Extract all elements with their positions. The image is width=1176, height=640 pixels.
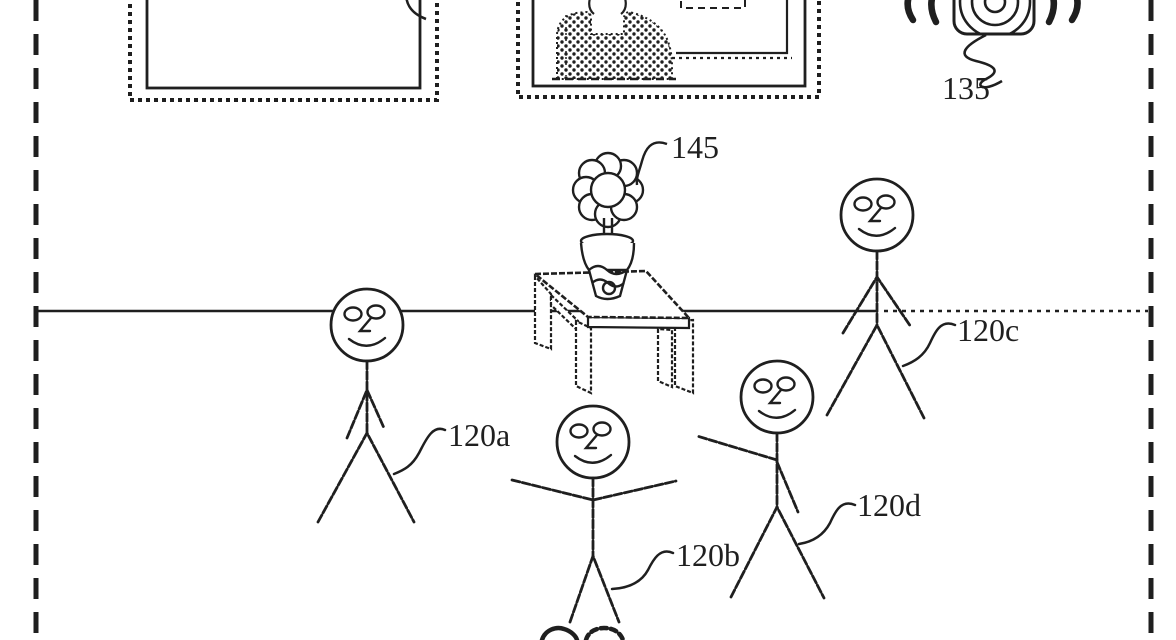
table-apron bbox=[549, 292, 580, 334]
speaker-cone bbox=[958, 0, 1032, 34]
person-b-label: 120b bbox=[676, 537, 740, 573]
person-d-label: 120d bbox=[857, 487, 921, 523]
artwork-dashed-box bbox=[680, 0, 746, 9]
speaker-body bbox=[952, 0, 1036, 36]
flower-pot bbox=[571, 141, 668, 301]
head bbox=[839, 177, 915, 253]
picture-frame-artwork bbox=[516, 0, 821, 99]
person-c-label: 120c bbox=[957, 312, 1019, 348]
nose bbox=[357, 316, 373, 333]
table-leg bbox=[533, 273, 553, 351]
arms bbox=[841, 274, 913, 335]
frame-outer-edge bbox=[128, 0, 439, 102]
sound-waves-right-icon bbox=[1045, 0, 1081, 26]
frame-inner-edge bbox=[145, 0, 422, 90]
legs bbox=[316, 430, 416, 524]
stick-figure-a bbox=[316, 287, 447, 524]
arm-down bbox=[775, 460, 800, 514]
flower-center bbox=[589, 171, 627, 209]
nose bbox=[583, 433, 599, 450]
table-leg bbox=[574, 319, 593, 395]
partial-figure-bottom bbox=[539, 625, 626, 640]
smile bbox=[347, 336, 387, 347]
speaker-leader-line bbox=[963, 33, 1003, 89]
artwork-corner-line bbox=[676, 0, 789, 55]
leader-line bbox=[901, 322, 957, 368]
artwork-stippled-mound bbox=[556, 10, 673, 80]
flower-petals bbox=[571, 151, 645, 229]
pot bbox=[579, 232, 636, 301]
table-leg bbox=[656, 327, 674, 389]
smile bbox=[857, 226, 897, 237]
stick-figure-d bbox=[695, 359, 857, 600]
head bbox=[739, 359, 815, 435]
table-leg bbox=[673, 318, 695, 395]
arms bbox=[510, 478, 678, 502]
face bbox=[569, 421, 613, 464]
flower-label: 145 bbox=[671, 129, 719, 165]
flower-leader-line bbox=[635, 141, 668, 186]
face bbox=[343, 304, 387, 347]
speaker-icon bbox=[904, 0, 1081, 89]
smile bbox=[757, 408, 797, 419]
sound-waves-left-icon bbox=[904, 0, 940, 26]
legs bbox=[729, 503, 826, 600]
leader-line bbox=[392, 427, 447, 476]
frame-corner-curl bbox=[405, 0, 427, 21]
picture-frame-empty bbox=[128, 0, 439, 102]
stick-figure-b bbox=[510, 404, 678, 624]
stick-figure-c bbox=[825, 177, 957, 420]
frame-outer-edge bbox=[516, 0, 821, 99]
leader-line bbox=[797, 502, 857, 546]
face bbox=[753, 376, 797, 419]
arm-raised bbox=[695, 434, 779, 462]
legs bbox=[568, 551, 621, 624]
nose bbox=[767, 388, 783, 405]
head bbox=[555, 404, 631, 480]
smile bbox=[573, 453, 613, 464]
arms bbox=[345, 386, 386, 440]
face bbox=[853, 194, 897, 237]
leader-line bbox=[610, 550, 675, 591]
pot-hole bbox=[601, 280, 617, 296]
artwork-vase-neck bbox=[588, 0, 595, 15]
legs bbox=[825, 322, 926, 420]
speaker-label: 135 bbox=[942, 70, 990, 106]
nose bbox=[867, 206, 883, 223]
person-a-label: 120a bbox=[448, 417, 510, 453]
head bbox=[329, 287, 405, 363]
artwork-vase-neck bbox=[620, 0, 627, 15]
frame-inner-edge bbox=[531, 0, 807, 88]
